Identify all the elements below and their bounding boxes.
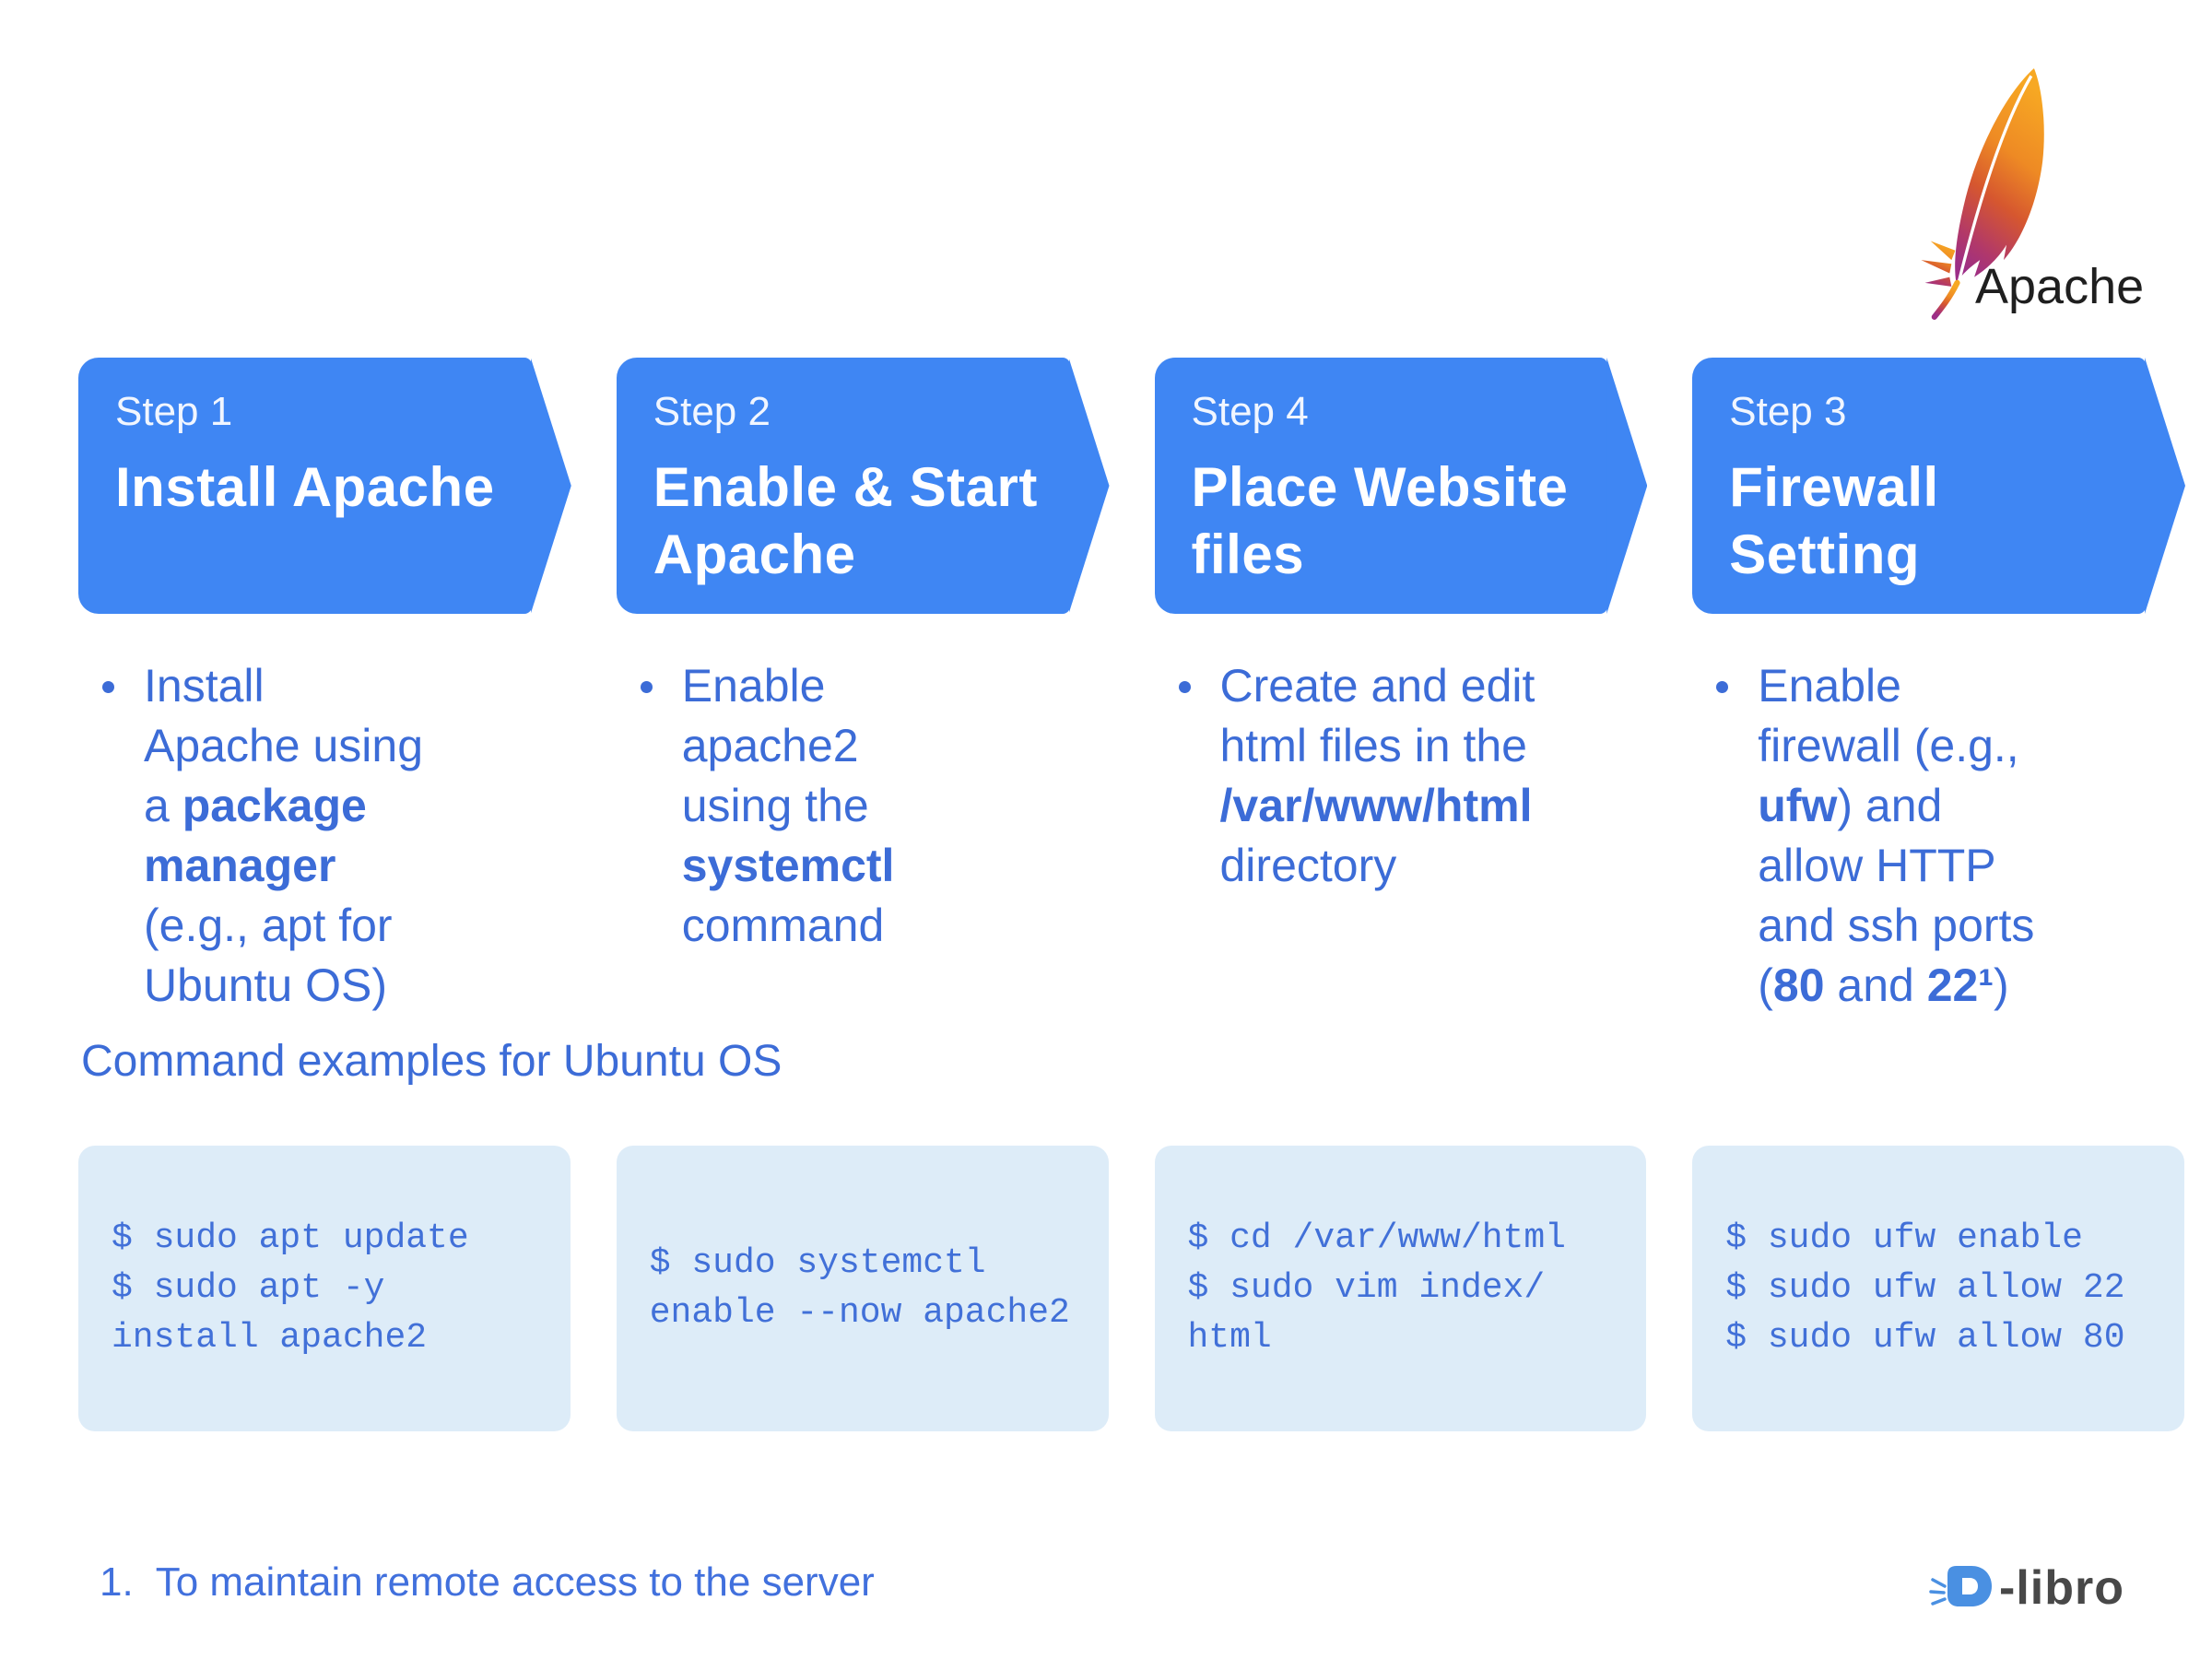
footnote: 1. To maintain remote access to the serv… [100,1559,875,1606]
step-label: Step 1 [115,389,233,434]
bullet-dot-icon [102,681,114,693]
dlibro-wordmark: -libro [1999,1561,2124,1615]
command-line: $ sudo ufw enable [1725,1218,2083,1258]
step-banners-row: Step 1 Install Apache Step 2 Enable & St… [78,358,2185,614]
command-line: $ sudo ufw allow 80 [1725,1318,2125,1358]
bullet-dot-icon [1178,681,1191,693]
command-line: install apache2 [112,1318,428,1358]
command-line: $ sudo vim index/ [1187,1268,1546,1308]
step-title: Place Website files [1191,456,1569,585]
step-label: Step 2 [653,389,771,434]
banner-arrow-icon [1068,358,1110,614]
step-label: Step 4 [1191,389,1309,434]
banner-arrow-icon [1606,358,1648,614]
command-line: $ sudo ufw allow 22 [1725,1268,2125,1308]
command-line: $ sudo systemctl [649,1243,986,1283]
banner-arrow-icon [2145,358,2185,614]
bullet-dot-icon [640,681,653,693]
command-line: $ sudo apt -y [112,1268,385,1308]
d-book-icon [1929,1566,1993,1606]
command-example-box: $ cd /var/www/html $ sudo vim index/html [1154,1146,1647,1431]
apache-wordmark: Apache [1975,259,2145,314]
command-example-box: $ sudo ufw enable $ sudo ufw allow 22 $ su… [1692,1146,2184,1431]
step-banner: Step 4 Place Website files [1154,358,1648,614]
step-banner: Step 1 Install Apache [78,358,571,614]
step-banner: Step 3 Firewall Setting [1692,358,2185,614]
step-title: Firewall Setting [1729,456,1939,585]
apache-feather-icon [1921,68,2044,320]
command-examples-heading: Command examples for Ubuntu OS [81,1037,782,1086]
command-examples-row: $ sudo apt update $ sudo apt -y install ap… [78,1146,2184,1431]
command-example-box: $ sudo apt update $ sudo apt -y install ap… [78,1146,571,1431]
command-line: $ sudo apt update [112,1218,469,1258]
footnote-text: To maintain remote access to the server [155,1559,875,1605]
step-title: Enable & Start Apache [653,456,1038,585]
command-line: html [1187,1318,1272,1358]
command-line: $ cd /var/www/html [1187,1218,1566,1258]
step-banner: Step 2 Enable & Start Apache [616,358,1110,614]
command-example-box: $ sudo systemctl enable --now apache2 [616,1146,1109,1431]
step-label: Step 3 [1729,389,1847,434]
step-title: Install Apache [115,456,495,518]
bullet-dot-icon [1716,681,1729,693]
apache-logo: Apache [1894,65,2198,332]
dlibro-logo: -libro [1929,1559,2124,1617]
footnote-number: 1. [100,1559,134,1605]
command-line: enable --now apache2 [649,1293,1070,1333]
banner-arrow-icon [530,358,571,614]
